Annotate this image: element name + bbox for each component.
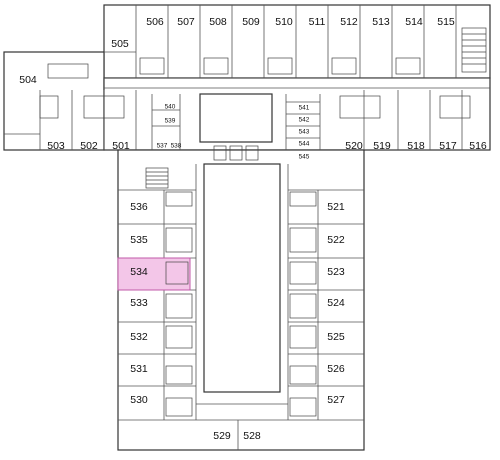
room-518-label: 518 (407, 140, 425, 152)
room-527-label: 527 (327, 394, 345, 406)
room-528-label: 528 (243, 430, 261, 442)
room-538-label: 538 (171, 143, 182, 150)
room-511-label: 511 (309, 16, 326, 28)
room-501-label: 501 (112, 140, 130, 152)
room-531-label: 531 (130, 363, 148, 375)
room-539-label: 539 (165, 118, 176, 125)
room-534-highlight[interactable] (117, 257, 191, 291)
stairs-north-east (461, 27, 487, 73)
bathroom-fixtures (39, 57, 471, 417)
room-534-label[interactable]: 534 (130, 266, 148, 278)
room-543-label: 543 (299, 129, 310, 136)
elevator-1 (213, 145, 227, 161)
room-513-label: 513 (372, 16, 390, 28)
room-labels: 506 507 508 509 510 511 512 513 514 515 … (19, 16, 487, 442)
room-521-label: 521 (327, 201, 345, 213)
room-526-label: 526 (327, 363, 345, 375)
room-507-label: 507 (177, 16, 195, 28)
room-516-label: 516 (469, 140, 487, 152)
room-514-label: 514 (405, 16, 423, 28)
room-506-label: 506 (146, 16, 164, 28)
room-510-label: 510 (275, 16, 293, 28)
room-530-label: 530 (130, 394, 148, 406)
room-523-label: 523 (327, 266, 345, 278)
room-509-label: 509 (242, 16, 260, 28)
room-533-label: 533 (130, 297, 148, 309)
room-524-label: 524 (327, 297, 345, 309)
north-room-walls (104, 5, 490, 89)
room-535-label: 535 (130, 234, 148, 246)
room-544-label: 544 (299, 141, 310, 148)
elevator-2 (229, 145, 243, 161)
room-519-label: 519 (373, 140, 391, 152)
room-502-label: 502 (80, 140, 98, 152)
room-545-label: 545 (299, 154, 310, 161)
atrium-north (199, 93, 273, 143)
room-541-label: 541 (299, 105, 310, 112)
west-block (3, 51, 105, 151)
room-508-label: 508 (209, 16, 227, 28)
stairs-south (145, 167, 169, 189)
room-512-label: 512 (340, 16, 358, 28)
room-520-label: 520 (345, 140, 363, 152)
room-515-label: 515 (437, 16, 455, 28)
room-522-label: 522 (327, 234, 345, 246)
room-517-label: 517 (439, 140, 457, 152)
room-532-label: 532 (130, 331, 148, 343)
room-540-label: 540 (165, 104, 176, 111)
atrium-south (203, 163, 281, 393)
south-east-room-walls (196, 164, 364, 450)
room-537-label: 537 (157, 143, 168, 150)
room-505-label: 505 (111, 38, 129, 50)
elevator-3 (245, 145, 259, 161)
room-536-label: 536 (130, 201, 148, 213)
room-542-label: 542 (299, 117, 310, 124)
room-504-label: 504 (19, 74, 37, 86)
room-529-label: 529 (213, 430, 231, 442)
room-525-label: 525 (327, 331, 345, 343)
room-503-label: 503 (47, 140, 65, 152)
